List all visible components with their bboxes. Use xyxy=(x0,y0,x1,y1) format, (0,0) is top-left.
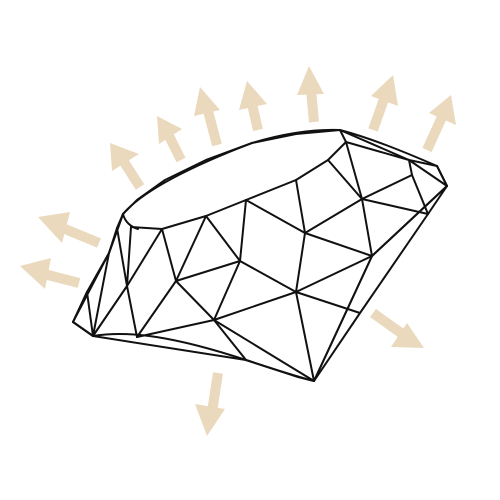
sparkle-arrows xyxy=(20,66,456,436)
arrow-right-lower xyxy=(370,308,424,348)
arrow-top-right-1 xyxy=(368,75,398,132)
gem-table-edge xyxy=(122,128,438,215)
arrow-upper-left-1 xyxy=(110,143,145,190)
gem-shape xyxy=(72,128,448,382)
arrow-top-right-2 xyxy=(422,95,456,153)
arrow-upper-left-2 xyxy=(157,116,186,163)
arrow-upper-left-3 xyxy=(194,87,222,147)
arrow-left-upper xyxy=(38,212,101,248)
arrow-top-2 xyxy=(297,66,324,123)
arrow-left-lower xyxy=(20,258,81,289)
arrow-top-1 xyxy=(239,81,267,132)
arrow-bottom xyxy=(195,372,225,436)
gem-facets xyxy=(72,128,448,382)
